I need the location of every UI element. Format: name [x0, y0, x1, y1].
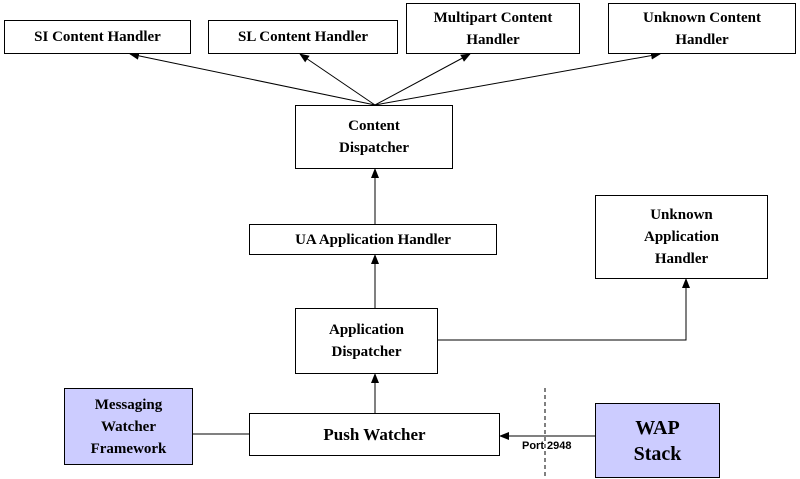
unknown-content-handler-box: Unknown Content Handler	[608, 3, 796, 54]
arrow-to-unknown-content-handler	[374, 51, 661, 106]
unknown-application-handler-box: Unknown Application Handler	[595, 195, 768, 279]
ua-application-handler-box: UA Application Handler	[249, 224, 497, 255]
messaging-watcher-framework-box: Messaging Watcher Framework	[64, 388, 193, 465]
arrow-to-multipart-handler	[374, 53, 471, 106]
application-dispatcher-box: Application Dispatcher	[295, 308, 438, 374]
arrow-to-sl-handler	[299, 53, 376, 106]
wap-stack-box: WAP Stack	[595, 403, 720, 478]
arrow-to-si-handler	[129, 51, 376, 106]
sl-content-handler-box: SL Content Handler	[208, 20, 398, 54]
push-watcher-box: Push Watcher	[249, 413, 500, 456]
si-content-handler-box: SI Content Handler	[4, 20, 191, 54]
arrow-app-dispatcher-to-unknown-app	[438, 278, 690, 341]
port-label: Port 2948	[522, 440, 572, 452]
multipart-content-handler-box: Multipart Content Handler	[406, 3, 580, 54]
content-dispatcher-box: Content Dispatcher	[295, 105, 453, 169]
